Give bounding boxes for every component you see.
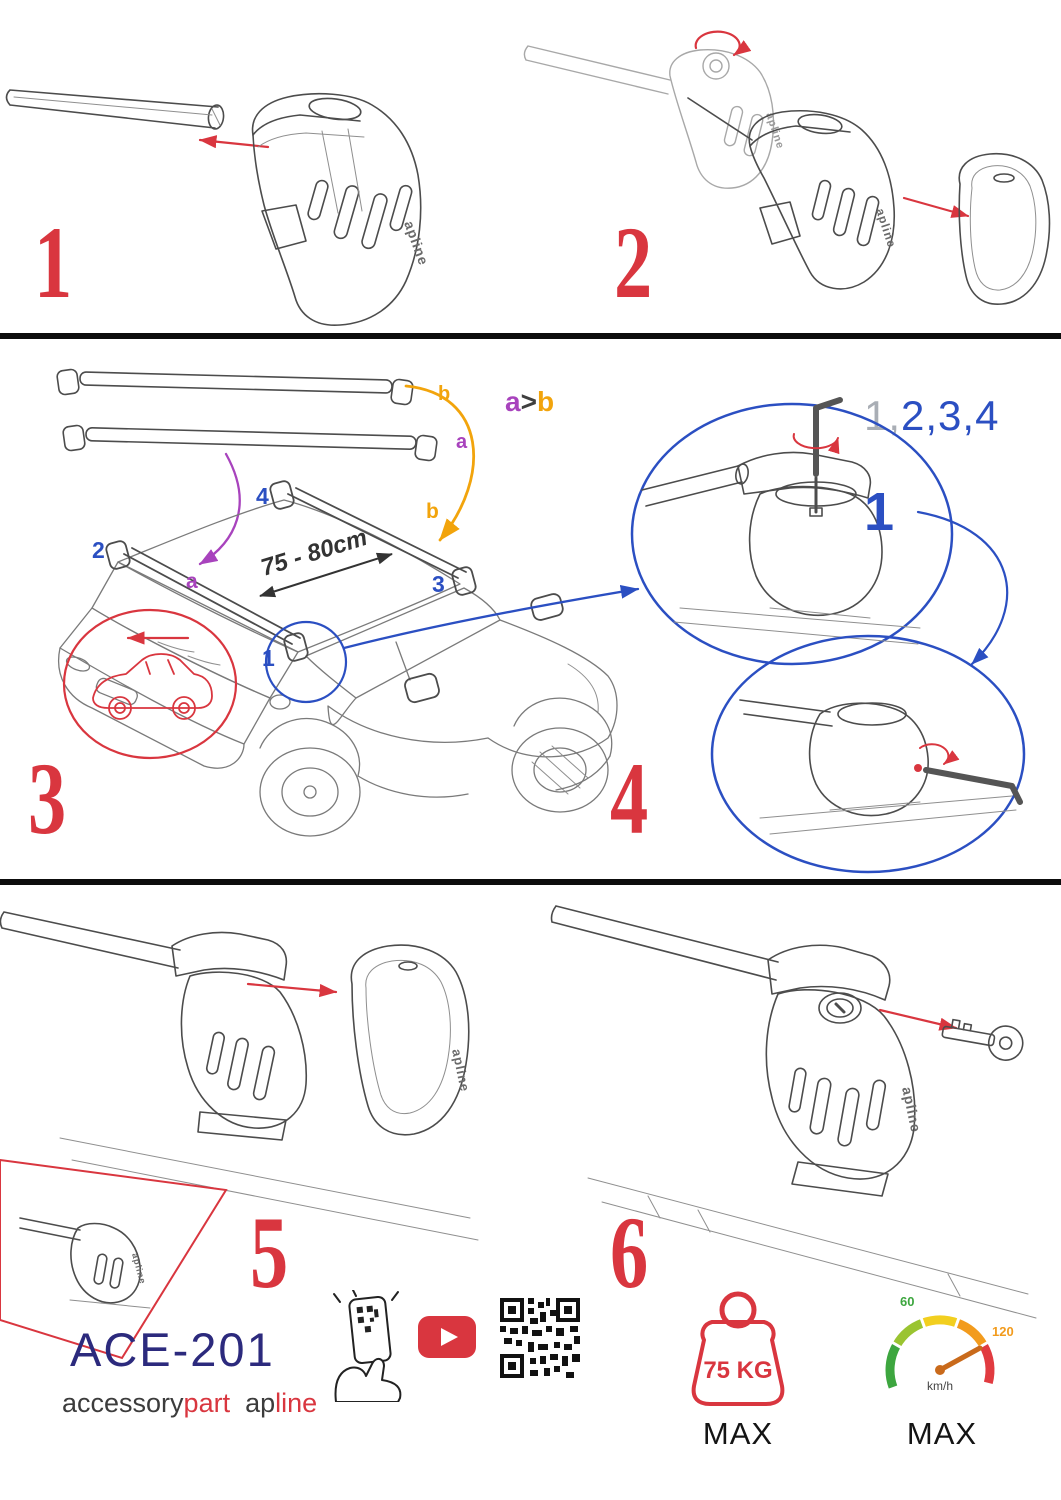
step-number-3: 3 xyxy=(28,742,67,857)
detail-bubble-side xyxy=(710,634,1026,874)
cover-attach-arrow xyxy=(246,982,338,998)
tighten-rotate-arrow xyxy=(792,433,840,455)
order-a: a xyxy=(505,386,521,417)
speed-max-label: MAX xyxy=(906,1416,978,1451)
foot-1-focus-circle xyxy=(264,620,348,704)
roof-bar-b-label: b xyxy=(426,500,439,523)
sequence-first: 1, xyxy=(864,392,902,439)
section-divider-1 xyxy=(0,333,1061,339)
brand-part: part xyxy=(183,1388,231,1418)
speedometer-needle xyxy=(937,1345,983,1373)
brand-ap: ap xyxy=(245,1388,276,1418)
key-lock-arrow xyxy=(878,1008,958,1031)
step-5-illustration: apline apline xyxy=(0,911,479,1360)
foot-4-number: 4 xyxy=(256,483,269,509)
lock-key xyxy=(941,1018,1024,1061)
step-4-illustration: 1 xyxy=(630,397,1026,874)
detail-connector-arrow xyxy=(916,510,1009,666)
step-2-illustration: apline apline xyxy=(523,30,1051,305)
foot-2-number: 2 xyxy=(92,537,105,563)
foot-brand-text: apline xyxy=(449,1048,473,1094)
foot-brand-text: apline xyxy=(130,1252,148,1286)
step-number-4: 4 xyxy=(610,742,649,857)
tightening-sequence: 1,2,3,4 xyxy=(864,392,999,440)
bar-a-guide-arrow xyxy=(198,452,241,566)
step-number-2: 2 xyxy=(614,206,653,321)
foot-brand-text: apline xyxy=(401,219,432,268)
detail-number: 1 xyxy=(864,482,894,542)
step-1-illustration: apline xyxy=(5,89,432,326)
step-3-illustration: b a xyxy=(56,368,640,837)
step-number-5: 5 xyxy=(250,1196,289,1311)
weight-limit-value: 75 KG xyxy=(703,1357,772,1384)
speed-tick-120: 120 xyxy=(992,1324,1014,1339)
detail-pointer-arrow xyxy=(342,585,640,650)
knob-rotate-arrow xyxy=(694,30,752,57)
brand-accessory: accessory xyxy=(62,1388,184,1418)
car-direction-detail xyxy=(62,608,238,760)
top-bar-a-label: a xyxy=(456,431,468,453)
brand-wordmark: accessorypart apline xyxy=(62,1388,317,1419)
speed-unit: km/h xyxy=(927,1379,953,1393)
speed-limit-badge: 60 120 km/h xyxy=(885,1294,1014,1393)
product-model: ACE-201 xyxy=(70,1323,275,1376)
allen-key-vertical xyxy=(813,397,843,477)
order-b: b xyxy=(536,386,555,417)
order-gt: > xyxy=(520,386,537,417)
foot-brand-text: apline xyxy=(873,207,899,250)
bar-b-guide-arrow xyxy=(404,384,476,542)
roof-bar-a-label: a xyxy=(186,570,198,593)
mounted-foot-mini xyxy=(19,1217,151,1309)
speed-tick-60: 60 xyxy=(900,1294,914,1309)
allen-key-horizontal xyxy=(923,767,1023,805)
youtube-icon xyxy=(418,1316,476,1358)
section-divider-2 xyxy=(0,879,1061,885)
bar-order-hint: a>b xyxy=(505,386,554,418)
insert-arrow xyxy=(198,135,270,149)
step-6-illustration: apline xyxy=(550,905,1037,1319)
step-number-1: 1 xyxy=(34,206,73,321)
bolt-entry-point xyxy=(914,764,922,772)
qr-code xyxy=(500,1298,580,1378)
roof-plane-outline xyxy=(0,1158,228,1360)
bar-distance-arrow xyxy=(259,552,393,598)
brand-line: line xyxy=(275,1388,318,1418)
side-rotate-arrow xyxy=(919,743,960,765)
cover-attach-arrow xyxy=(902,196,970,218)
car-outline xyxy=(58,499,618,837)
foot-brand-text: apline xyxy=(899,1085,924,1134)
foot-3-number: 3 xyxy=(432,571,445,597)
weight-max-label: MAX xyxy=(702,1416,774,1451)
step-number-6: 6 xyxy=(610,1196,649,1311)
phone-scan-icon xyxy=(333,1290,402,1402)
bar-distance-label: 75 - 80cm xyxy=(258,524,371,582)
sequence-rest: 2,3,4 xyxy=(901,392,1000,439)
detail-bubble-top xyxy=(630,402,954,666)
weight-limit-badge: 75 KG xyxy=(691,1291,785,1406)
